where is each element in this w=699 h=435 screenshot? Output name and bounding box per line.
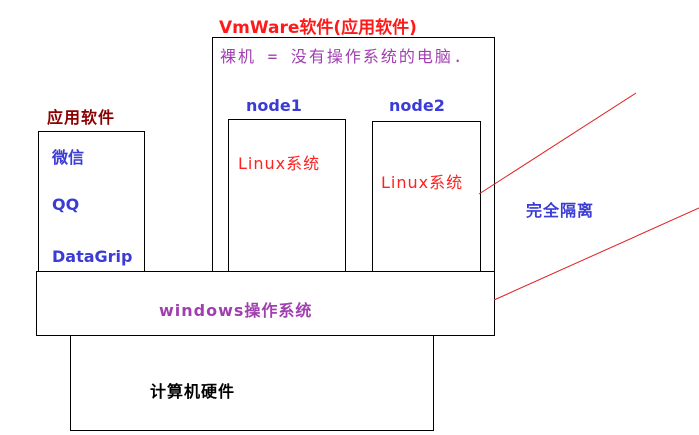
app-item-datagrip: DataGrip [52,247,133,266]
bare-metal-note: 裸机 = 没有操作系统的电脑. [220,47,465,66]
app-item-wechat: 微信 [52,148,85,167]
windows-os-label: windows操作系统 [159,301,313,320]
hardware-label: 计算机硬件 [150,382,236,401]
isolation-label: 完全隔离 [526,201,595,220]
node1-os-label: Linux系统 [238,154,321,173]
isolation-line-upper [478,92,637,195]
hardware-layer [70,335,434,431]
apps-title: 应用软件 [47,108,116,127]
isolation-line-lower [493,207,699,301]
windows-os-layer [36,271,495,336]
node2-os-label: Linux系统 [381,173,464,192]
node2-label: node2 [389,96,445,115]
app-item-qq: QQ [52,195,80,214]
node1-label: node1 [246,96,302,115]
vmware-title: VmWare软件(应用软件) [219,18,417,38]
